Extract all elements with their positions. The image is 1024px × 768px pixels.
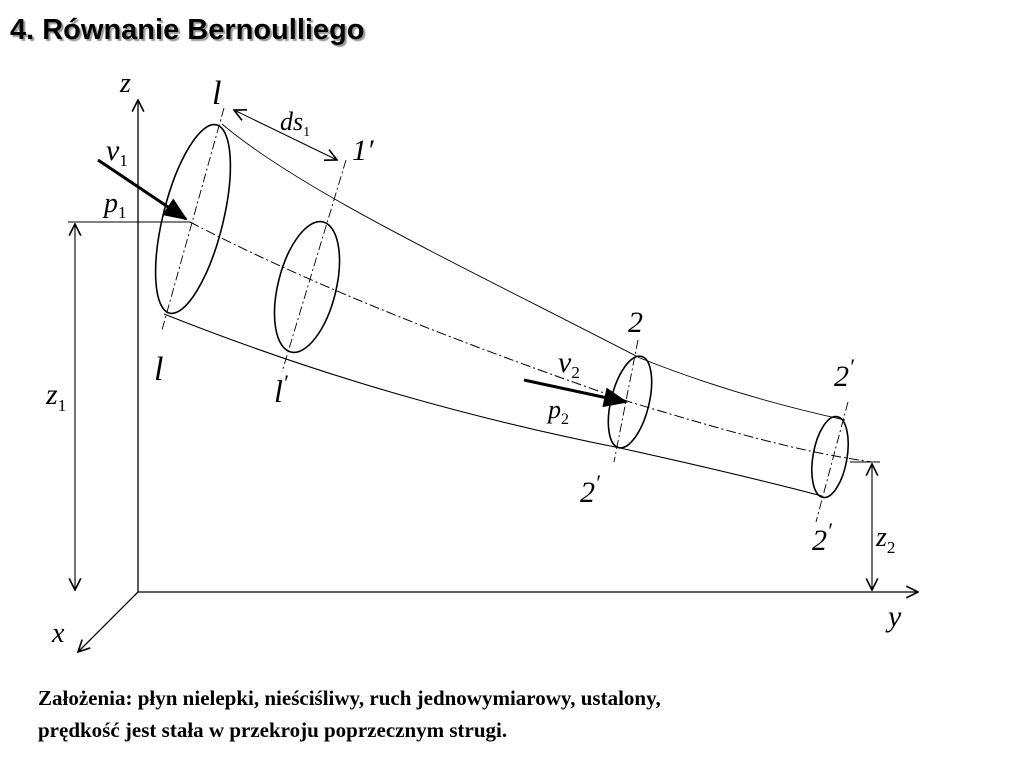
section-axes [161, 107, 849, 523]
axes [78, 100, 918, 652]
y-axis-label: y [885, 600, 902, 633]
assumptions-caption: Założenia: płyn nielepki, nieściśliwy, r… [38, 682, 998, 746]
cross-sections [154, 123, 849, 499]
p1-label: p1 [102, 188, 127, 222]
x-axis-label: x [51, 618, 65, 649]
x-axis [78, 591, 139, 652]
section-1-bottom-label: l [154, 351, 163, 388]
section-2-prime-bottom-label: 2′ [812, 518, 833, 557]
velocity-v2-arrow [523, 378, 628, 408]
section-2-prime-top-label: 2′ [834, 354, 855, 393]
section-1-prime-ellipse [273, 220, 341, 354]
section-1-top-label: l [212, 75, 221, 112]
section-2-bottom-label: 2′ [580, 470, 601, 509]
caption-line-1: Założenia: płyn nielepki, nieściśliwy, r… [38, 686, 661, 710]
stream-centerline [189, 221, 873, 463]
section-1-prime-bottom-label: l′ [274, 370, 289, 409]
caption-line-2: prędkość jest stała w przekroju poprzecz… [38, 718, 508, 742]
section-1-prime-top-label: 1′ [352, 134, 374, 167]
tube-upper-edge [221, 123, 846, 421]
section-2-prime-ellipse [811, 415, 849, 499]
v1-label: v1 [106, 134, 128, 170]
ds-dimension-arrow [234, 110, 337, 160]
ds-label: ds1 [280, 107, 310, 140]
z1-label: z1 [45, 378, 66, 415]
v2-label: v2 [558, 346, 580, 382]
diagram-labels: z x y l l 1′ l′ ds1 v1 p1 z1 2 2′ v2 p2 … [45, 68, 902, 649]
section-2-top-label: 2 [628, 306, 643, 339]
p2-label: p2 [546, 395, 569, 428]
page-title: 4. Równanie Bernoulliego [10, 14, 365, 46]
z-axis-label: z [119, 68, 131, 99]
height-dimensions [68, 221, 880, 590]
z2-label: z2 [875, 522, 895, 557]
tube-lower-edge [163, 313, 823, 497]
velocity-v1-arrow [97, 158, 188, 221]
stream-tube [163, 123, 873, 497]
